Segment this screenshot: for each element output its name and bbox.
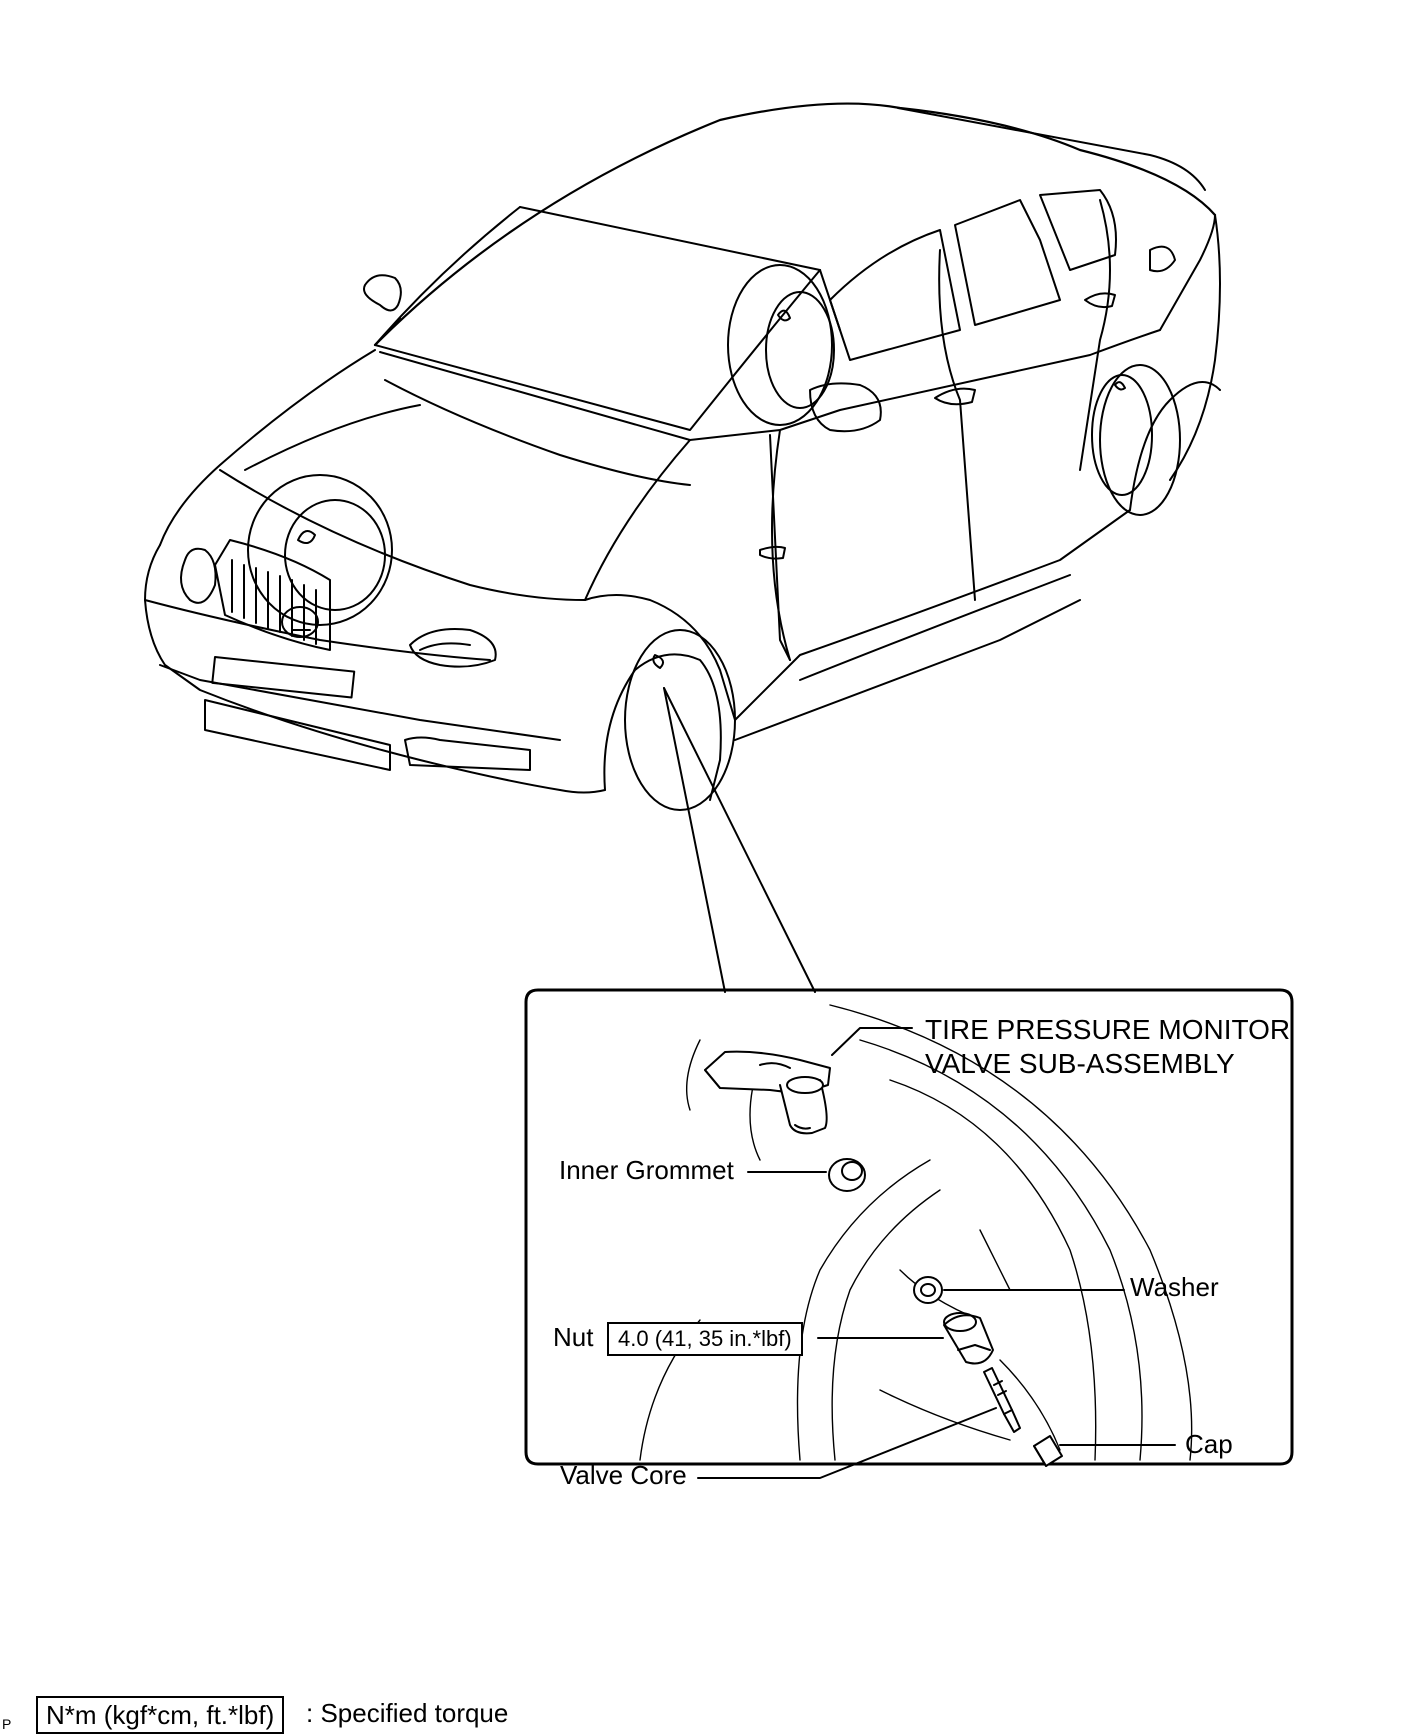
inner-grommet-label: Inner Grommet bbox=[559, 1155, 734, 1185]
car-illustration bbox=[144, 102, 1221, 811]
washer-label: Washer bbox=[1130, 1272, 1219, 1302]
cap-label: Cap bbox=[1185, 1429, 1233, 1459]
washer-drawing bbox=[913, 1276, 943, 1304]
torque-legend-description: : Specified torque bbox=[306, 1698, 509, 1728]
valve-core-label: Valve Core bbox=[560, 1460, 687, 1490]
component-title-line1: TIRE PRESSURE MONITOR bbox=[925, 1014, 1291, 1045]
component-title: TIRE PRESSURE MONITOR VALVE SUB-ASSEMBLY bbox=[925, 1013, 1290, 1081]
valve-core-drawing bbox=[983, 1367, 1021, 1433]
nut-drawing bbox=[943, 1312, 994, 1365]
detail-panel bbox=[524, 988, 1294, 1479]
cap-drawing bbox=[1033, 1435, 1063, 1467]
inner-grommet-drawing bbox=[828, 1158, 866, 1192]
torque-unit-legend: N*m (kgf*cm, ft.*lbf) bbox=[36, 1696, 285, 1734]
tpms-sensor-drawing bbox=[704, 1050, 831, 1135]
callout-pointer bbox=[663, 687, 816, 993]
nut-torque-spec: 4.0 (41, 35 in.*lbf) bbox=[607, 1322, 803, 1356]
leader-lines bbox=[697, 1027, 1176, 1479]
nut-label: Nut bbox=[553, 1322, 594, 1352]
component-title-line2: VALVE SUB-ASSEMBLY bbox=[925, 1048, 1235, 1080]
corner-code: P bbox=[2, 1716, 12, 1732]
wheel-rim-sketch bbox=[639, 1004, 1193, 1461]
